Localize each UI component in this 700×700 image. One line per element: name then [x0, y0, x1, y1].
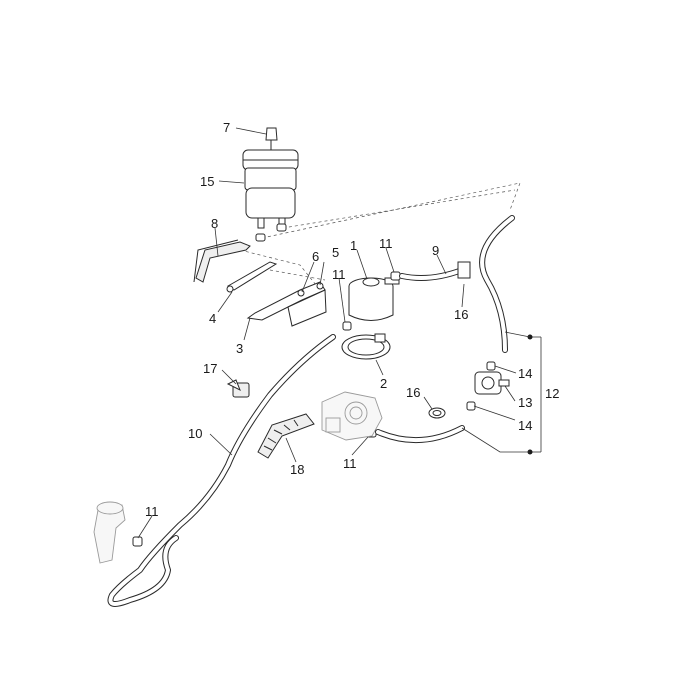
callout-7: 7	[223, 120, 230, 135]
strap-4	[226, 261, 278, 293]
callout-15: 15	[200, 174, 214, 189]
leader-lines	[137, 127, 517, 539]
purge-valve-icon	[466, 361, 510, 411]
callout-3: 3	[236, 341, 243, 356]
clamp-2	[341, 333, 391, 360]
cap-7	[265, 127, 278, 150]
corrugated-sleeve-18	[257, 413, 315, 459]
callout-8: 8	[211, 216, 218, 231]
sleeve-16	[428, 407, 446, 419]
callout-16-b: 16	[406, 385, 420, 400]
hose-right-upper	[479, 215, 515, 353]
fuel-filter-icon	[348, 277, 400, 321]
callout-5: 5	[332, 245, 339, 260]
hose-10	[107, 334, 336, 607]
callout-10: 10	[188, 426, 202, 441]
callout-1: 1	[350, 238, 357, 253]
filler-neck	[93, 501, 126, 564]
callout-12: 12	[545, 386, 559, 401]
reference-dashed-lines	[239, 182, 521, 291]
callout-11-b: 11	[379, 236, 393, 251]
callout-2: 2	[380, 376, 387, 391]
fitting-11-set	[132, 271, 401, 547]
carbon-canister-icon	[242, 149, 299, 242]
callout-11-c: 11	[343, 456, 357, 471]
clip-17	[226, 379, 250, 398]
callout-16-a: 16	[454, 307, 468, 322]
callout-14-a: 14	[518, 366, 532, 381]
callout-4: 4	[209, 311, 216, 326]
callout-9: 9	[432, 243, 439, 258]
callout-labels: 7 15 8 4 3 6 5 1 11 11 9 16 2 16 14 12 1…	[145, 120, 559, 519]
hose-lower	[375, 425, 465, 443]
callout-17: 17	[203, 361, 217, 376]
callout-14-b: 14	[518, 418, 532, 433]
callout-11-d: 11	[145, 504, 159, 519]
rubber-strap-8	[193, 239, 251, 283]
throttle-body-icon	[321, 391, 383, 441]
callout-18: 18	[290, 462, 304, 477]
group-bracket-12	[461, 331, 542, 455]
hose-9	[399, 261, 471, 281]
callout-13: 13	[518, 395, 532, 410]
callout-6: 6	[312, 249, 319, 264]
bracket-3-6	[246, 281, 327, 327]
callout-11-a: 11	[332, 267, 346, 282]
